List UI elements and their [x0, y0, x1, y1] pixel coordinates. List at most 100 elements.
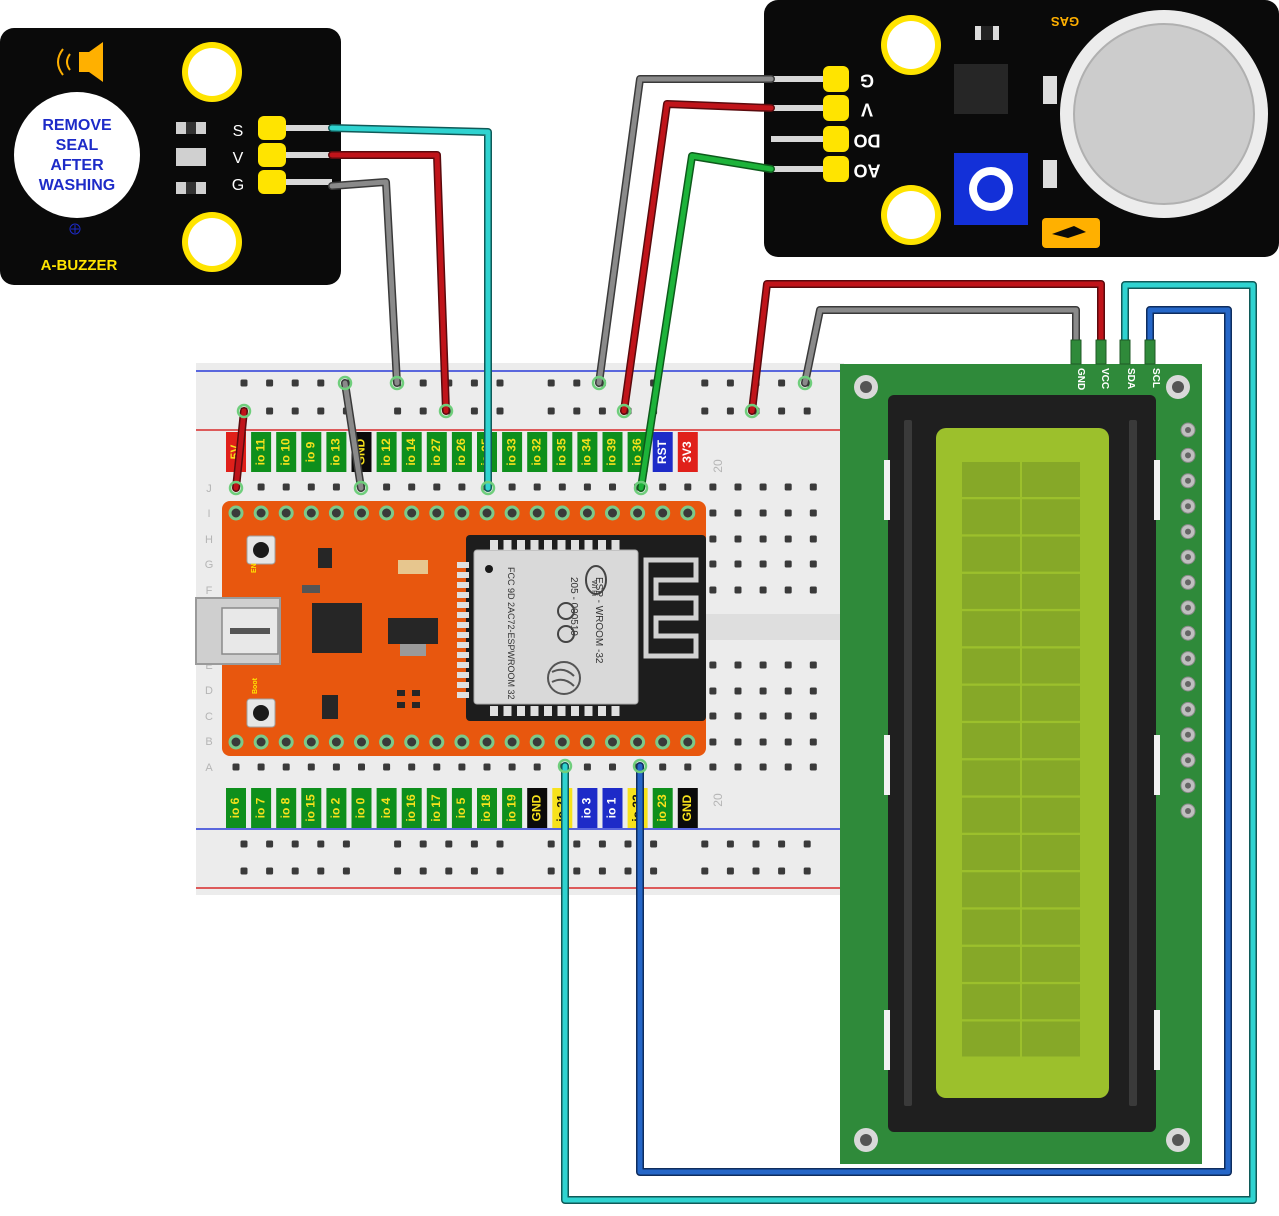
- breadboard-hole: [508, 483, 516, 491]
- lcd-header-pin: [1119, 339, 1131, 365]
- breadboard-hole: [784, 738, 792, 746]
- connection-point: [797, 375, 813, 391]
- esp32-pin: [529, 734, 545, 750]
- breadboard-hole: [483, 763, 491, 771]
- breadboard-hole: [470, 840, 478, 848]
- breadboard-hole: [445, 840, 453, 848]
- pin-label-s: S: [233, 123, 244, 140]
- regulator-tab: [400, 644, 426, 656]
- breadboard-hole: [726, 867, 734, 875]
- smd-part: [397, 690, 405, 696]
- wroom-pads: [457, 540, 620, 716]
- wire-lcd-vcc: [749, 281, 1104, 414]
- breadboard-hole: [726, 840, 734, 848]
- pin-label-text: io 4: [379, 797, 393, 818]
- lcd-pin-sda: SDA: [1125, 368, 1136, 389]
- pin-label-text: io 32: [529, 438, 543, 466]
- breadboard-hole: [803, 867, 811, 875]
- esp32-pin: [630, 505, 646, 521]
- breadboard-hole: [726, 379, 734, 387]
- pin-label-text: io 16: [404, 794, 418, 822]
- connection-point: [389, 375, 405, 391]
- pin-label-text: io 13: [329, 438, 343, 466]
- pin-label-tag: io 16: [401, 788, 422, 828]
- breadboard-hole: [734, 586, 742, 594]
- connection-point: [633, 480, 649, 496]
- breadboard-hole: [573, 840, 581, 848]
- breadboard-hole: [778, 379, 786, 387]
- pin-label-text: io 6: [228, 797, 242, 818]
- lcd-header-pin: [1070, 339, 1082, 365]
- breadboard-hole: [240, 867, 248, 875]
- esp32-pin: [655, 734, 671, 750]
- esp32-header-pins: [228, 505, 696, 750]
- crystal: [398, 560, 428, 574]
- pin-label-text: io 39: [605, 438, 619, 466]
- pin-label-text: io 14: [404, 438, 418, 466]
- breadboard-hole: [709, 687, 717, 695]
- breadboard-hole: [496, 867, 504, 875]
- smd-part: [1043, 76, 1057, 104]
- breadboard-hole: [573, 407, 581, 415]
- esp32-pin: [228, 505, 244, 521]
- breadboard-hole: [734, 712, 742, 720]
- pin-label-tag: io 1: [602, 788, 623, 828]
- breadboard-hole: [458, 483, 466, 491]
- breadboard-hole: [809, 661, 817, 669]
- row-letter: J: [206, 483, 212, 495]
- breadboard-hole: [307, 763, 315, 771]
- header-pin: [823, 66, 849, 92]
- pin-label-text: io 15: [303, 794, 317, 822]
- breadboard-hole: [784, 509, 792, 517]
- gas-sensor-module: GAS G V DO AO: [764, 0, 1279, 257]
- pin-label-text: 3V3: [680, 441, 694, 463]
- breadboard-hole: [659, 483, 667, 491]
- pin-label-text: io 7: [253, 797, 267, 818]
- breadboard-hole: [609, 483, 616, 491]
- module-line-1: ESP - WROOM -32: [593, 577, 604, 664]
- esp32-pin: [379, 734, 395, 750]
- esp32-pin: [354, 505, 369, 521]
- breadboard-hole: [784, 712, 792, 720]
- esp32-pin: [278, 734, 294, 750]
- breadboard-hole: [496, 407, 504, 415]
- smd-part: [412, 702, 420, 708]
- pin-label-text: io 1: [605, 797, 619, 818]
- boot-button-cap: [253, 705, 269, 721]
- breadboard-hole: [659, 763, 667, 771]
- pin-label-tag: io 15: [301, 788, 322, 828]
- connection-point: [616, 403, 632, 419]
- breadboard-hole: [317, 867, 325, 875]
- breadboard-hole: [734, 483, 742, 491]
- flame-icon: [1042, 218, 1100, 248]
- pin-label-tag: io 7: [251, 788, 272, 828]
- breadboard-hole: [533, 763, 541, 771]
- breadboard-hole: [709, 661, 717, 669]
- breadboard-hole: [547, 407, 555, 415]
- buzzer-name: A-BUZZER: [41, 257, 118, 274]
- pcb-antenna: [643, 557, 699, 659]
- pin-label-tag: io 19: [502, 788, 523, 828]
- breadboard-hole: [547, 379, 555, 387]
- breadboard-hole: [470, 379, 478, 387]
- breadboard-hole: [684, 483, 692, 491]
- gas-pin-labels: G V DO AO: [854, 70, 881, 180]
- header-pin: [258, 170, 286, 194]
- pin-label-do: DO: [854, 130, 881, 150]
- breadboard-hole: [232, 763, 240, 771]
- pin-label-text: io 3: [580, 797, 594, 818]
- breadboard-hole: [342, 867, 350, 875]
- connection-point: [438, 403, 454, 419]
- pin-label-text: io 19: [504, 794, 518, 822]
- breadboard-hole: [419, 867, 427, 875]
- breadboard-hole: [784, 763, 792, 771]
- esp32-pin: [253, 734, 269, 750]
- pin-label-tag: io 4: [376, 788, 397, 828]
- breadboard-hole: [759, 560, 767, 568]
- breadboard-hole: [266, 407, 274, 415]
- row-letter: D: [205, 685, 213, 697]
- ce-mark-icon: [557, 602, 575, 643]
- esp32-pin: [529, 505, 545, 521]
- connection-point: [744, 403, 760, 419]
- lcd-header-pin: [1095, 339, 1107, 365]
